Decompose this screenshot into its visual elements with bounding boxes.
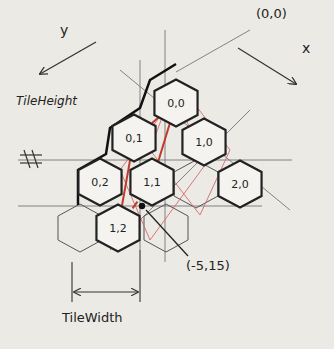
dimension-line xyxy=(72,250,140,302)
axis-label: y xyxy=(60,22,68,38)
axis-label: x xyxy=(302,40,310,56)
tile-coordinate: 0,2 xyxy=(91,176,109,189)
point-dot xyxy=(139,203,145,209)
tile-coordinate: 0,1 xyxy=(125,132,143,145)
axis-connector xyxy=(158,123,170,163)
hash-mark xyxy=(20,150,42,168)
hex-tile: 0,2 xyxy=(78,158,122,206)
hex-tile: 2,0 xyxy=(218,160,262,208)
hex-tile: 0,1 xyxy=(112,114,156,162)
point-label: (-5,15) xyxy=(186,258,230,273)
hex-tile: 1,2 xyxy=(96,204,140,252)
axis-connector xyxy=(152,118,158,123)
axis-arrows xyxy=(40,42,296,84)
origin-label: (0,0) xyxy=(256,6,287,21)
dimension-label: TileHeight xyxy=(16,94,77,108)
axis-connector xyxy=(133,202,138,209)
thick-outline xyxy=(78,64,176,205)
hex-tile: 0,0 xyxy=(154,79,198,127)
axis-connector xyxy=(121,158,130,209)
tile-coordinate: 1,2 xyxy=(109,222,127,235)
dimension-label: TileWidth xyxy=(62,310,123,325)
tile-coordinate: 2,0 xyxy=(231,178,249,191)
leader-line xyxy=(146,210,188,256)
tile-coordinate: 1,0 xyxy=(195,136,213,149)
hex-tile: 1,1 xyxy=(130,158,174,206)
tile-coordinate: 1,1 xyxy=(143,176,161,189)
pencil-grid xyxy=(18,30,292,262)
hex-tile: 1,0 xyxy=(182,118,226,166)
tile-coordinate: 0,0 xyxy=(167,97,185,110)
